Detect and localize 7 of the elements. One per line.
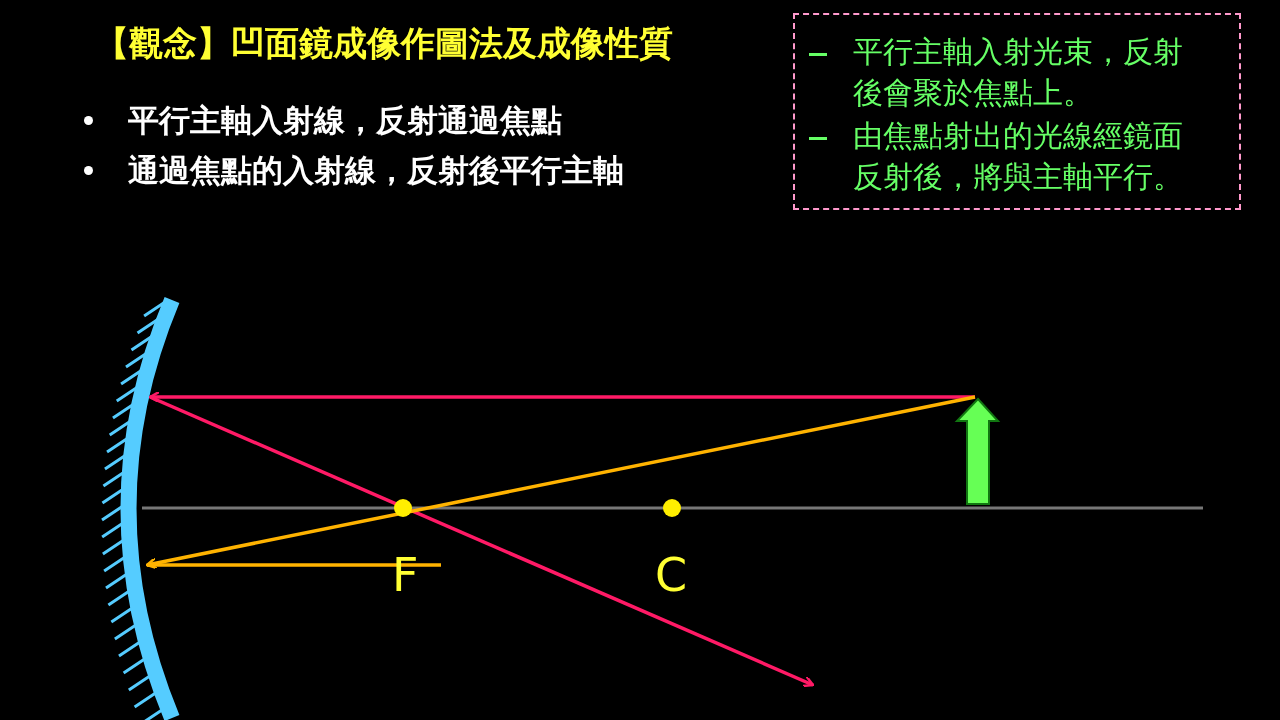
- bullet-text: 通過焦點的入射線，反射後平行主軸: [128, 151, 624, 190]
- bullet-text: 平行主軸入射線，反射通過焦點: [128, 101, 562, 140]
- point-label: C: [655, 550, 688, 600]
- note-text: 平行主軸入射光束，反射後會聚於焦點上。: [853, 33, 1184, 112]
- note-box: [793, 13, 1241, 210]
- note-text: 由焦點射出的光線經鏡面反射後，將與主軸平行。: [853, 117, 1184, 196]
- title: 【觀念】凹面鏡成像作圖法及成像性質: [95, 22, 673, 65]
